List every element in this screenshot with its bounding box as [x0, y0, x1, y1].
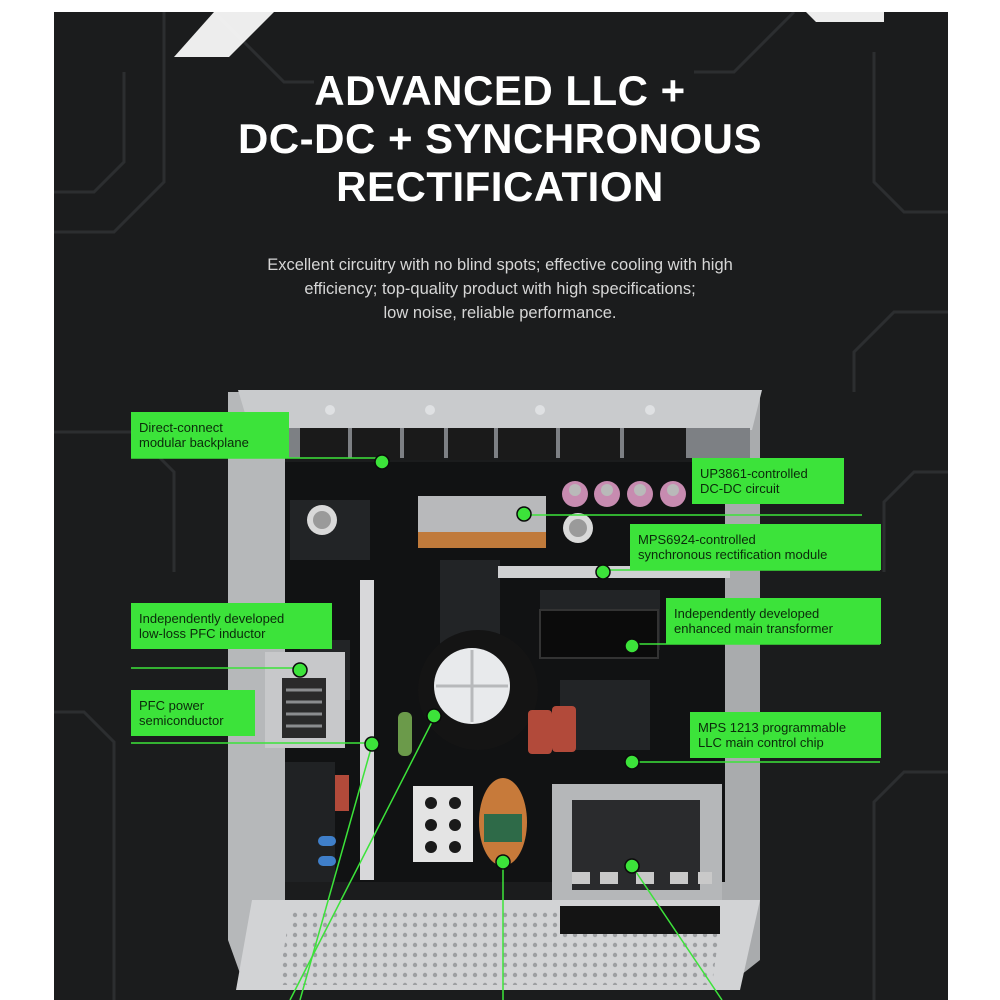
callout-sync-rectification: MPS6924-controlled synchronous rectifica… [630, 524, 881, 570]
headline-line-3: RECTIFICATION [336, 163, 664, 210]
callout-main-transformer: Independently developed enhanced main tr… [666, 598, 881, 644]
callout-pfc-semiconductor: PFC power semiconductor [131, 690, 255, 736]
callout-dcdc-circuit: UP3861-controlled DC-DC circuit [692, 458, 844, 504]
callout-llc-control-chip-line2: LLC main control chip [698, 735, 824, 750]
headline-line-1: ADVANCED LLC + [314, 67, 686, 114]
description-line-2: efficiency; top-quality product with hig… [304, 280, 696, 298]
callout-dcdc-circuit-line1: UP3861-controlled [700, 466, 808, 481]
callout-dcdc-circuit-line2: DC-DC circuit [700, 481, 780, 496]
callout-main-transformer-line1: Independently developed [674, 606, 820, 621]
callout-pfc-semiconductor-line2: semiconductor [139, 713, 224, 728]
callout-sync-rectification-line2: synchronous rectification module [638, 547, 828, 562]
callout-sync-rectification-line1: MPS6924-controlled [638, 532, 756, 547]
description-line-3: low noise, reliable performance. [383, 304, 617, 322]
callout-modular-backplane-line1: Direct-connect [139, 420, 223, 435]
callout-pfc-inductor: Independently developed low-loss PFC ind… [131, 603, 332, 649]
callout-modular-backplane-line2: modular backplane [139, 435, 249, 450]
callout-pfc-inductor-line1: Independently developed [139, 611, 285, 626]
callout-llc-control-chip-line1: MPS 1213 programmable [698, 720, 847, 735]
description-line-1: Excellent circuitry with no blind spots;… [267, 256, 733, 274]
headline-line-2: DC-DC + SYNCHRONOUS [237, 115, 763, 162]
callout-pfc-inductor-line2: low-loss PFC inductor [139, 626, 266, 641]
callout-modular-backplane: Direct-connect modular backplane [131, 412, 289, 458]
callout-pfc-semiconductor-line1: PFC power [139, 698, 205, 713]
callout-main-transformer-line2: enhanced main transformer [674, 621, 833, 636]
callout-llc-control-chip: MPS 1213 programmable LLC main control c… [690, 712, 881, 758]
